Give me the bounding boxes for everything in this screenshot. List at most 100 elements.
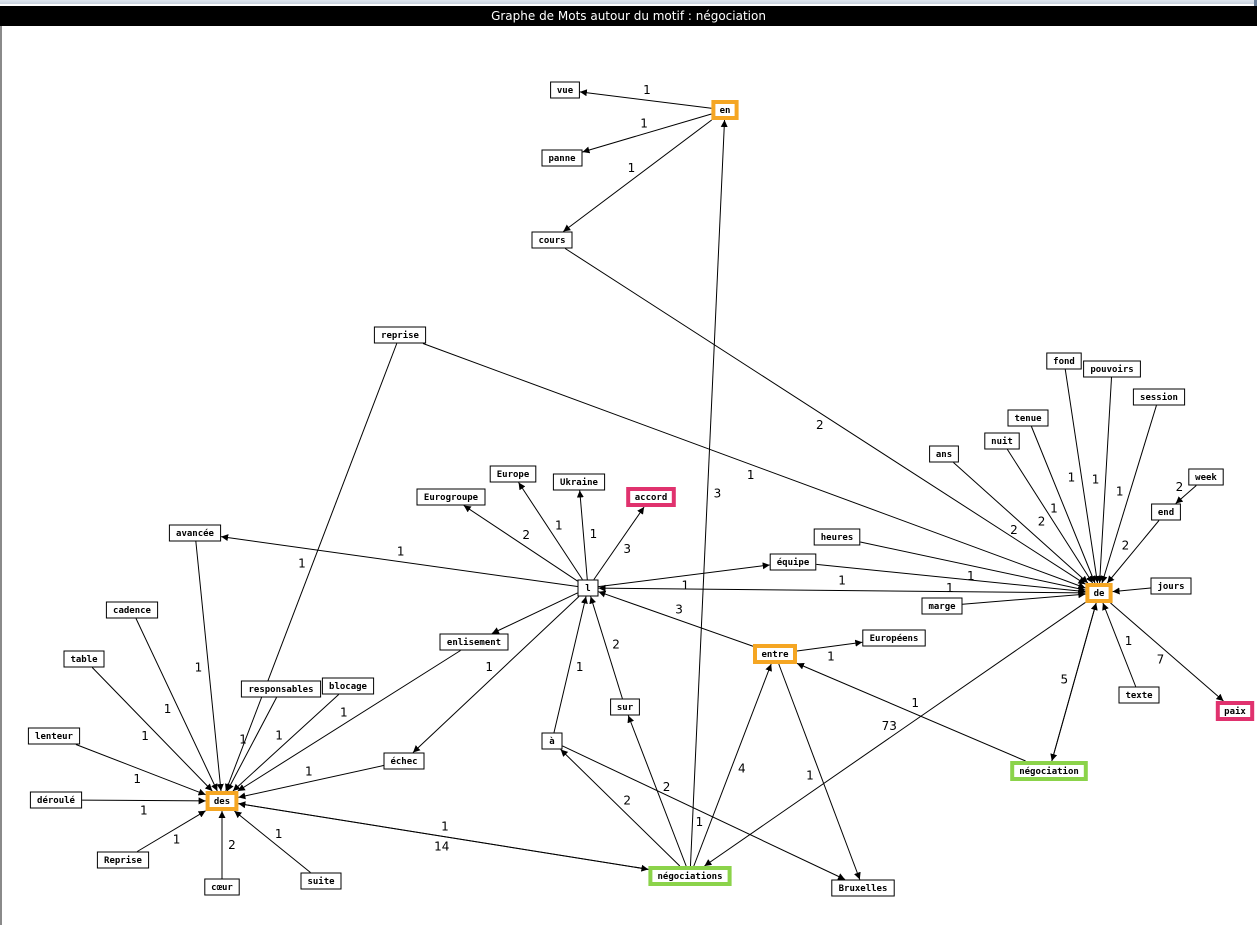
edge-de-paix xyxy=(1110,602,1224,702)
node-box xyxy=(321,677,375,695)
node-label: blocage xyxy=(329,682,368,692)
node-cadence[interactable]: cadence xyxy=(105,601,159,619)
node-heures[interactable]: heures xyxy=(813,528,861,546)
edge-weight-label: 1 xyxy=(806,768,814,782)
node-responsables[interactable]: responsables xyxy=(240,680,322,698)
node-negociations[interactable]: négociations xyxy=(648,866,732,886)
node-deroule[interactable]: déroulé xyxy=(29,791,83,809)
node-nuit[interactable]: nuit xyxy=(984,432,1020,450)
node-label: texte xyxy=(1125,691,1153,701)
edge-weight-label: 1 xyxy=(133,772,141,786)
node-label: vue xyxy=(557,86,574,96)
node-coeur[interactable]: cœur xyxy=(204,878,240,896)
edge-l-avancee xyxy=(221,534,578,588)
node-label: Reprise xyxy=(104,855,143,866)
node-box xyxy=(753,644,797,664)
node-jours[interactable]: jours xyxy=(1150,577,1192,595)
node-label: end xyxy=(1158,508,1174,518)
node-box xyxy=(1132,388,1186,406)
node-vue[interactable]: vue xyxy=(550,81,580,99)
node-reprise[interactable]: reprise xyxy=(373,326,427,344)
node-label: à xyxy=(549,737,554,747)
node-ans[interactable]: ans xyxy=(929,445,959,463)
node-label: Bruxelles xyxy=(839,884,888,894)
node-europeens[interactable]: Européens xyxy=(862,629,926,647)
edge-responsables-des xyxy=(226,697,277,792)
node-negociation[interactable]: négociation xyxy=(1010,761,1088,781)
node-panne[interactable]: panne xyxy=(541,149,583,167)
node-label: week xyxy=(1195,473,1217,483)
node-blocage[interactable]: blocage xyxy=(321,677,375,695)
node-box xyxy=(1215,701,1255,721)
edges-layer xyxy=(75,89,1224,880)
node-box xyxy=(531,231,573,249)
node-entre[interactable]: entre xyxy=(753,644,797,664)
node-texte[interactable]: texte xyxy=(1118,686,1160,704)
edge-weight-label: 1 xyxy=(682,579,690,593)
node-l[interactable]: l xyxy=(577,579,599,597)
edge-weight-label: 1 xyxy=(173,833,181,847)
node-europe[interactable]: Europe xyxy=(489,465,537,483)
edge-weight-label: 1 xyxy=(838,573,846,587)
edge-negociation-de xyxy=(1051,602,1098,762)
edge-ans-de xyxy=(953,462,1089,584)
node-label: session xyxy=(1140,392,1178,403)
edge-weight-label: 1 xyxy=(141,729,149,743)
node-box xyxy=(711,100,739,120)
node-box xyxy=(373,326,427,344)
node-end[interactable]: end xyxy=(1151,503,1181,521)
node-label: des xyxy=(214,797,230,807)
node-label: cours xyxy=(538,236,565,246)
node-suite[interactable]: suite xyxy=(300,872,342,890)
node-equipe[interactable]: équipe xyxy=(769,553,817,571)
node-label: échec xyxy=(390,756,417,767)
node-des[interactable]: des xyxy=(205,791,239,811)
node-eurogroupe[interactable]: Eurogroupe xyxy=(416,488,486,506)
node-label: reprise xyxy=(381,330,420,341)
edge-l-equipe xyxy=(598,562,770,588)
node-box xyxy=(1085,583,1113,603)
node-table[interactable]: table xyxy=(63,650,105,668)
node-bruxelles[interactable]: Bruxelles xyxy=(831,879,895,897)
edge-weight-label: 1 xyxy=(628,161,636,175)
node-cours[interactable]: cours xyxy=(531,231,573,249)
node-week[interactable]: week xyxy=(1188,468,1224,486)
edge-avancee-des xyxy=(195,541,224,792)
edge-weight-label: 1 xyxy=(239,733,247,747)
node-tenue[interactable]: tenue xyxy=(1007,409,1049,427)
node-de[interactable]: de xyxy=(1085,583,1113,603)
edge-weight-label: 1 xyxy=(1092,473,1100,487)
node-session[interactable]: session xyxy=(1132,388,1186,406)
edge-weight-label: 1 xyxy=(640,116,648,130)
node-box xyxy=(813,528,861,546)
edge-session-de xyxy=(1100,405,1157,584)
node-marge[interactable]: marge xyxy=(921,597,963,615)
node-avancee[interactable]: avancée xyxy=(168,524,222,542)
node-fond[interactable]: fond xyxy=(1046,352,1082,370)
node-ukraine[interactable]: Ukraine xyxy=(552,473,606,491)
node-echec[interactable]: échec xyxy=(383,752,425,770)
node-box xyxy=(240,680,322,698)
edge-weight-label: 4 xyxy=(738,762,746,776)
edge-Reprise-des xyxy=(137,810,206,852)
node-accord[interactable]: accord xyxy=(626,487,676,507)
node-enlisement[interactable]: enlisement xyxy=(439,633,509,651)
node-box xyxy=(105,601,159,619)
node-a[interactable]: à xyxy=(541,732,563,750)
node-pouvoirs[interactable]: pouvoirs xyxy=(1083,360,1141,378)
edge-en-vue xyxy=(579,89,712,109)
node-sur[interactable]: sur xyxy=(610,698,640,716)
edge-l-ukraine xyxy=(576,490,588,580)
edge-weight-label: 5 xyxy=(1061,672,1069,686)
edge-weight-label: 1 xyxy=(397,545,405,559)
node-lenteur[interactable]: lenteur xyxy=(27,727,81,745)
node-box xyxy=(1007,409,1049,427)
node-paix[interactable]: paix xyxy=(1215,701,1255,721)
edge-suite-des xyxy=(234,810,311,873)
node-box xyxy=(552,473,606,491)
node-en[interactable]: en xyxy=(711,100,739,120)
node-Reprise[interactable]: Reprise xyxy=(96,851,150,869)
